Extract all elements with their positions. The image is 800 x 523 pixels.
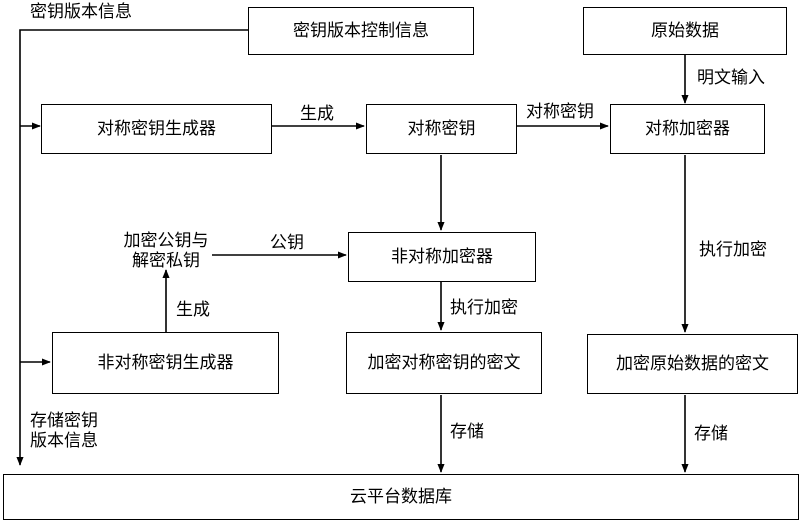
sym-key-label: 对称密钥 [407, 119, 476, 139]
generate-label-1: 生成 [300, 104, 334, 124]
sym-key-gen-label: 对称密钥生成器 [97, 119, 216, 139]
sym-key-flow-label: 对称密钥 [526, 102, 594, 122]
version-control-label: 密钥版本控制信息 [293, 21, 429, 41]
asym-key-gen-box: 非对称密钥生成器 [52, 332, 279, 394]
cloud-db-box: 云平台数据库 [3, 474, 799, 520]
key-version-info-label: 密钥版本信息 [30, 2, 132, 22]
raw-data-cipher-box: 加密原始数据的密文 [587, 334, 798, 394]
raw-data-box: 原始数据 [583, 7, 787, 55]
sym-key-cipher-box: 加密对称密钥的密文 [346, 332, 542, 394]
store-version-label: 存储密钥 版本信息 [30, 411, 98, 451]
sym-encryptor-label: 对称加密器 [645, 119, 730, 139]
execute-encrypt-label-1: 执行加密 [450, 298, 518, 318]
raw-data-cipher-label: 加密原始数据的密文 [616, 354, 769, 374]
key-pair-line2: 解密私钥 [132, 251, 200, 271]
sym-encryptor-box: 对称加密器 [610, 104, 765, 154]
execute-encrypt-label-2: 执行加密 [699, 240, 767, 260]
store-label-2: 存储 [694, 424, 728, 444]
generate-label-2: 生成 [176, 300, 210, 320]
store-version-line1: 存储密钥 [30, 411, 98, 431]
store-version-line2: 版本信息 [30, 431, 98, 451]
sym-key-cipher-label: 加密对称密钥的密文 [367, 353, 521, 373]
sym-key-gen-box: 对称密钥生成器 [41, 104, 272, 154]
raw-data-label: 原始数据 [651, 21, 719, 41]
cloud-db-label: 云平台数据库 [350, 487, 452, 507]
store-label-1: 存储 [450, 422, 484, 442]
asym-encryptor-label: 非对称加密器 [391, 247, 493, 267]
asym-key-gen-label: 非对称密钥生成器 [97, 353, 234, 373]
public-key-label: 公钥 [270, 233, 304, 253]
version-control-box: 密钥版本控制信息 [248, 7, 474, 55]
sym-key-box: 对称密钥 [366, 104, 517, 154]
asym-encryptor-box: 非对称加密器 [348, 232, 536, 282]
plaintext-input-label: 明文输入 [697, 68, 765, 88]
key-pair-node: 加密公钥与 解密私钥 [110, 231, 222, 271]
key-pair-line1: 加密公钥与 [123, 231, 209, 251]
version-info-line [16, 29, 248, 466]
